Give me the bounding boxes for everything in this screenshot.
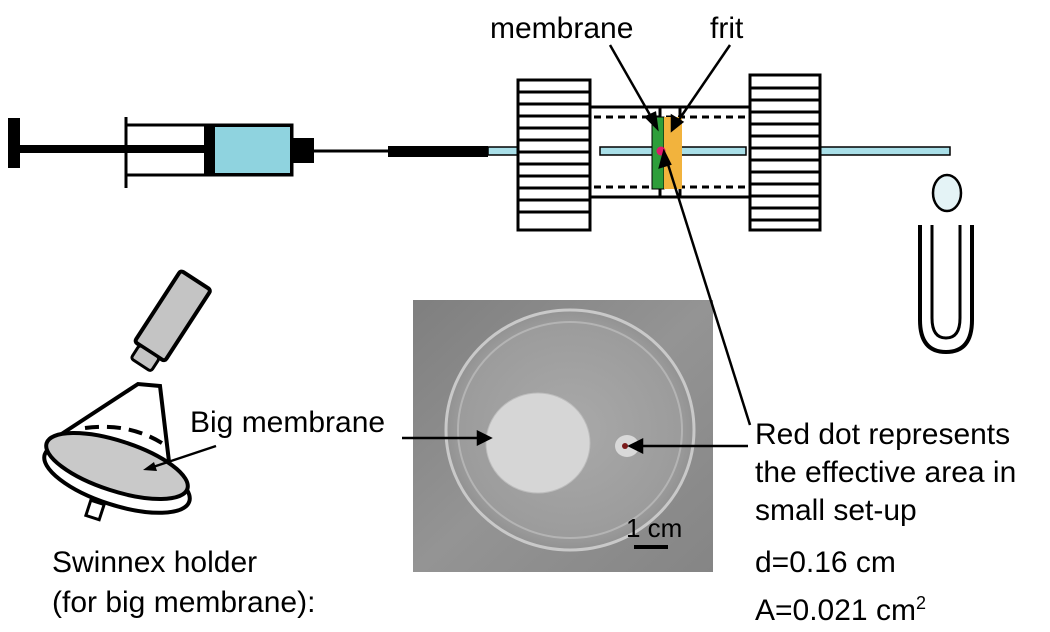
big-membrane-label: Big membrane [190,406,386,439]
frit-label: frit [710,12,744,45]
frit-arrow [674,44,732,125]
area-label: A=0.021 cm2 [755,586,926,628]
cap-right [748,73,822,232]
label-arrows-top [608,44,732,133]
membrane-label: membrane [490,12,634,45]
tube-outer [918,225,974,355]
scale-bar-label: 1 cm [626,513,683,543]
red-dot-leader [664,157,752,426]
plunger-thumb [8,118,20,168]
syringe [8,117,488,188]
big-membrane-disc [485,392,591,494]
swinnex-base-top [44,431,190,501]
swinnex-arrow [149,444,217,470]
swinnex-outlet [83,498,107,522]
needle-hub [388,146,488,157]
plunger-rod [20,145,210,153]
area-value: A=0.021 cm [755,594,916,627]
diameter-label: d=0.16 cm [755,546,896,579]
swinnex-syringe-tip [130,344,161,372]
syringe-tip [292,138,314,163]
membrane-arrow [608,44,656,123]
collection-tube [918,173,974,355]
funnel-dash [84,424,167,447]
red-dot-label-line2: the effective area in [755,456,1017,489]
plunger-seal [204,125,214,175]
red-dot-label-line1: Red dot represents [755,418,1011,451]
photo-arrows [402,148,752,455]
area-exponent: 2 [915,593,926,613]
frit-layer [664,117,682,189]
cap-left [516,78,592,232]
tubing-right [809,146,951,156]
tube-inner [930,225,962,340]
drop [931,173,963,213]
syringe-fluid [213,125,292,175]
swinnex-label-line2: (for big membrane): [52,586,316,619]
photo-red-dot [622,443,628,449]
swinnex-holder [42,269,217,522]
swinnex-label-line1: Swinnex holder [52,546,258,579]
membrane-photo [413,300,713,572]
red-dot-label-line3: small set-up [755,494,917,527]
